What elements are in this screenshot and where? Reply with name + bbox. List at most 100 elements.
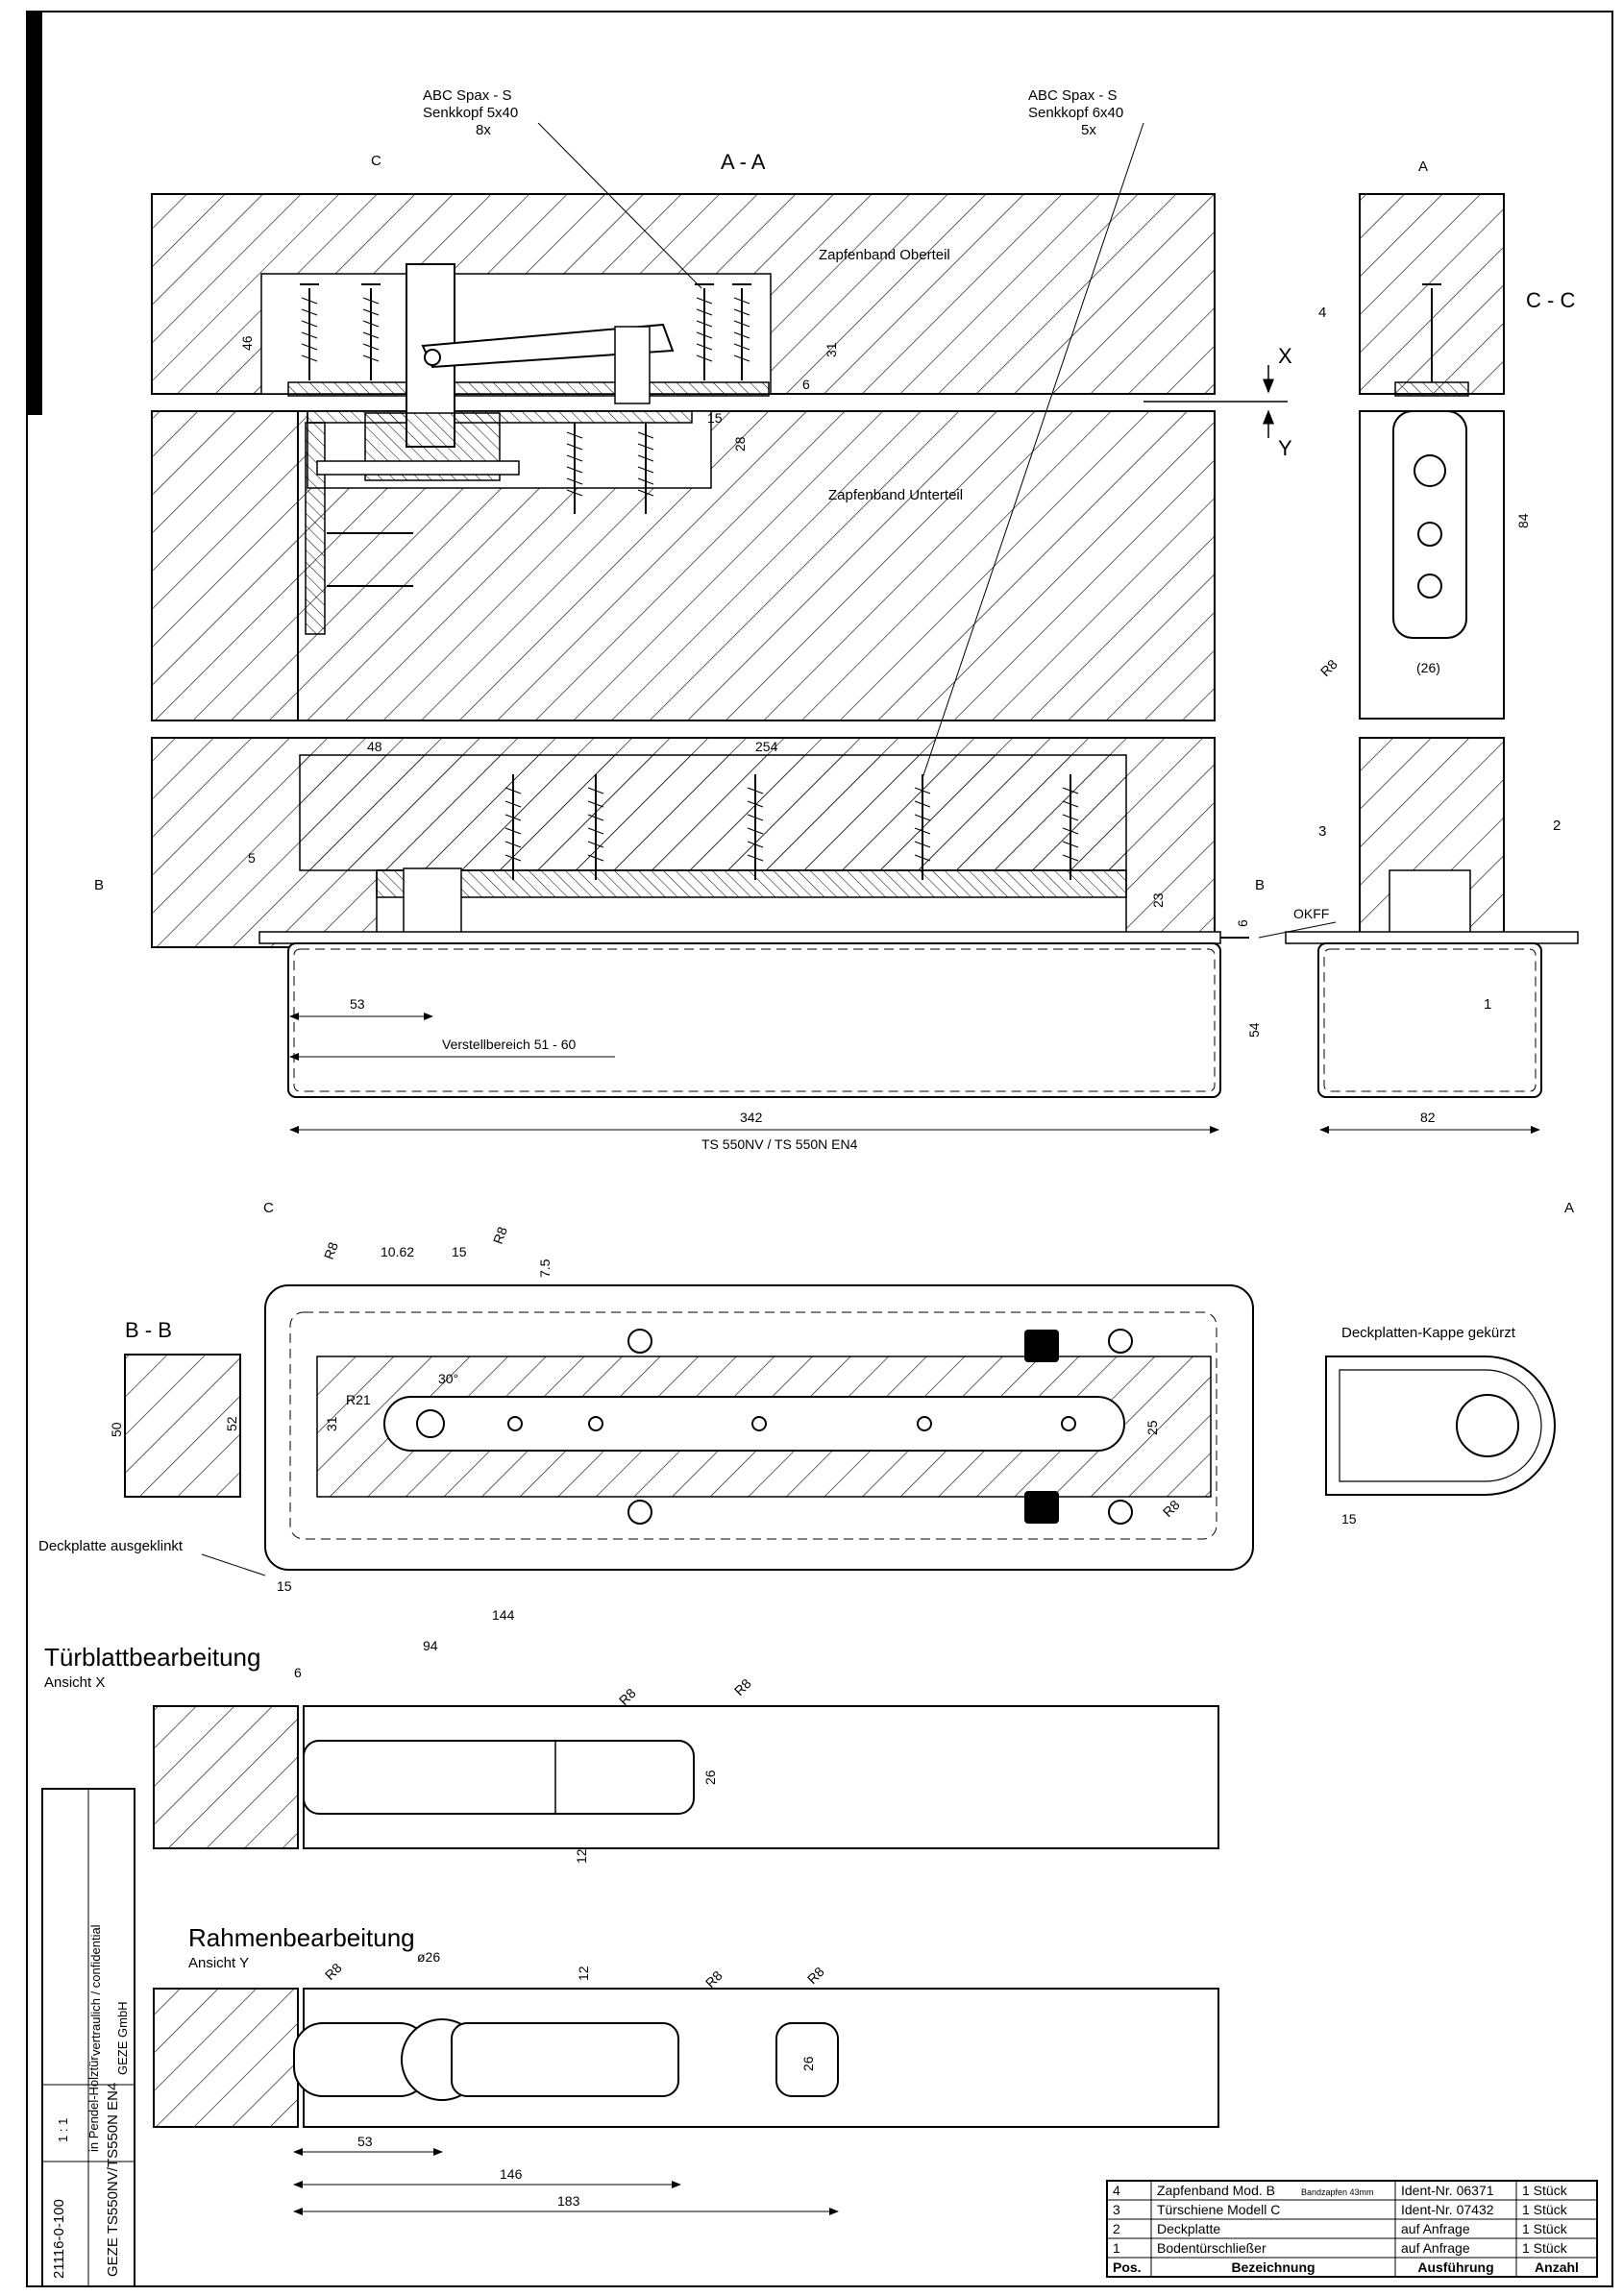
screw-left-line2: Senkkopf 5x40 [423,105,518,121]
cc-hole-2 [1417,522,1442,547]
pos-4: 4 [1318,305,1326,321]
bb-dim-r21: R21 [346,1392,371,1407]
cc-dim-84: 84 [1515,513,1531,528]
bb-note-deckplatte: Deckplatte ausgeklinkt [38,1538,184,1554]
bb-hole-3 [751,1416,767,1431]
rh-dim-53: 53 [357,2134,373,2149]
screw-left-line1: ABC Spax - S [423,87,512,104]
title-scale: 1 : 1 [56,2118,70,2142]
dim-5: 5 [248,850,256,866]
screw-left-line3: 8x [476,122,491,138]
pivot-lower-part [614,326,651,404]
section-rail: 48 254 5 23 6 OKFF 53 Verstellbereich 51… [151,737,1337,1152]
rh-r8-c: R8 [804,1964,827,1987]
tb-r8-a: R8 [616,1685,639,1708]
parts-cell-anzahl: 1 Stück [1522,2240,1568,2256]
cc-dim-82: 82 [1420,1110,1436,1125]
parts-cell-pos: 4 [1113,2183,1120,2198]
pos-1: 1 [1484,996,1491,1013]
pos-3: 3 [1318,823,1326,840]
bb-clip-top [1024,1330,1059,1362]
dim-254: 254 [755,739,778,754]
closer-cover [258,931,1221,944]
rh-slot-mid [451,2022,679,2097]
sheet-border [26,11,1613,2287]
cc-hole-3 [1417,574,1442,598]
okff-leader [1258,921,1337,939]
tb-hatch-left [153,1705,299,1849]
parts-cell-pos: 3 [1113,2202,1120,2217]
rh-dim-26dia: ø26 [417,1949,440,1965]
kappe-title: Deckplatten-Kappe gekürzt [1341,1325,1516,1341]
cc-dim-r8: R8 [1317,656,1340,679]
rh-slot-right [775,2022,839,2097]
tb-dim-12: 12 [574,1848,589,1864]
rh-dim-183: 183 [557,2193,580,2209]
screw-right-leader [922,122,1144,779]
parts-cell-ausf: Ausführung [1417,2259,1493,2275]
dim-54: 54 [1246,1022,1262,1038]
tb-r8-b: R8 [731,1675,754,1698]
bb-dim-75: 7.5 [537,1258,553,1278]
parts-cell-ausf: Ident-Nr. 06371 [1401,2183,1494,2198]
section-bb-title: B - B [125,1318,172,1342]
cut-c-mid: C [263,1200,274,1216]
tuerblatt-view: Türblattbearbeitung Ansicht X 144 94 6 R… [44,1607,1219,1864]
side-bracket [305,422,326,635]
cut-c-top: C [371,153,381,169]
screw-left-leader [537,122,702,289]
screw-right-line3: 5x [1081,122,1096,138]
tb-dim-26: 26 [702,1770,718,1785]
rh-r8-b: R8 [702,1967,725,1991]
adjust-bolt [316,460,520,476]
axis-y-label: Y [1278,436,1292,460]
parts-cell-anzahl: 1 Stück [1522,2202,1568,2217]
dim-48: 48 [367,739,382,754]
rh-hatch-left [153,1988,299,2128]
closer-box [287,942,1221,1098]
left-margin-strip [27,12,42,415]
section-cc-title: C - C [1526,288,1575,312]
screw-threads-upper [301,297,750,362]
rail-profile [376,869,1127,898]
bb-screw-1 [627,1329,652,1354]
rh-r8-a: R8 [322,1960,345,1983]
screws-lower [327,423,654,587]
bb-dim-52: 52 [224,1416,239,1431]
parts-cell-pos: 2 [1113,2221,1120,2236]
dim-28: 28 [732,436,748,452]
kappe-inner [1339,1369,1542,1482]
cc-rail [1389,869,1471,939]
bb-dim-50: 50 [109,1422,124,1437]
verstell-label: Verstellbereich 51 - 60 [442,1037,577,1052]
bb-hole-1 [507,1416,523,1431]
bb-note-leader [201,1553,266,1576]
bb-frame-block [124,1354,241,1498]
parts-cell-name: Bodentürschließer [1157,2240,1266,2256]
bb-dim-31: 31 [324,1416,339,1431]
parts-cell-name-small: Bandzapfen 43mm [1301,2187,1374,2197]
pivot-hole [424,349,441,366]
title-product: GEZE TS550NV/TS550N EN4 [105,2083,121,2277]
hinge-plate-upper [287,381,770,397]
axis-x-label: X [1278,344,1292,368]
bb-dim-1062: 10.62 [381,1244,414,1259]
rh-dim-146: 146 [500,2166,523,2182]
cut-a-top: A [1418,159,1428,175]
bb-dim-15b: 15 [277,1578,292,1594]
bb-dim-30: 30° [438,1371,458,1386]
dim-23: 23 [1150,892,1166,908]
title-block: GEZE TS550NV/TS550N EN4 in Pendel-Holztü… [41,1788,135,2287]
parts-cell-anzahl: 1 Stück [1522,2183,1568,2198]
door-left-strip [151,410,299,721]
dim-15: 15 [707,410,723,426]
bb-screw-3 [627,1500,652,1525]
rh-dim-26: 26 [800,2056,816,2071]
bb-hole-5 [1061,1416,1076,1431]
cut-b-right: B [1255,877,1265,893]
dim-6b: 6 [1235,919,1250,927]
kappe-hole [1456,1394,1519,1457]
tb-dim-144: 144 [492,1607,515,1623]
